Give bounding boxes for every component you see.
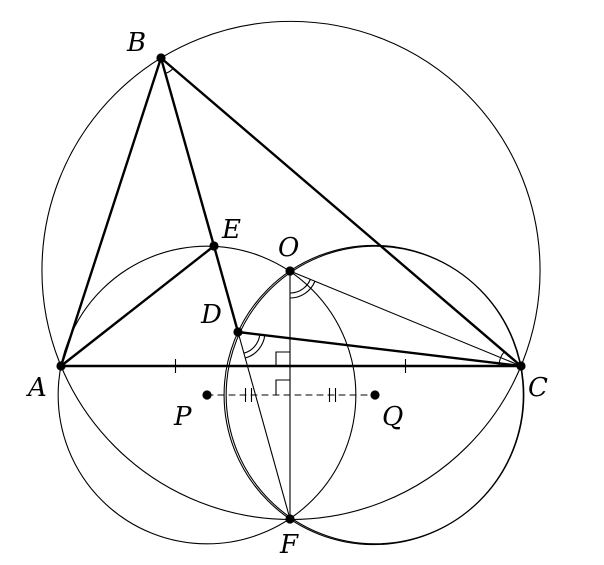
tick-marks-ac-halves bbox=[174, 359, 407, 373]
label-b: B bbox=[126, 28, 146, 58]
angle-mark-abc bbox=[165, 68, 174, 74]
segments-layer bbox=[59, 56, 523, 520]
segment-ae bbox=[59, 244, 216, 368]
angle-mark-foc-inner bbox=[289, 279, 311, 294]
right-angle-mark-upper bbox=[275, 351, 290, 366]
point-o bbox=[285, 266, 295, 276]
circle-center-q bbox=[225, 245, 525, 545]
point-e bbox=[209, 241, 219, 251]
label-d: D bbox=[200, 300, 222, 330]
point-b bbox=[156, 53, 166, 63]
label-p: P bbox=[173, 402, 192, 432]
right-angle-mark-lower bbox=[275, 379, 290, 395]
point-q bbox=[370, 390, 380, 400]
segment-oc bbox=[289, 270, 522, 367]
segment-dc bbox=[236, 330, 523, 368]
label-f: F bbox=[279, 530, 299, 560]
angle-mark-acb bbox=[498, 351, 505, 367]
segment-ed bbox=[212, 244, 240, 334]
point-c bbox=[516, 361, 526, 371]
double-tick-marks-pq-halves bbox=[244, 388, 337, 402]
point-f bbox=[285, 514, 295, 524]
label-e: E bbox=[221, 215, 241, 245]
angle-and-tick-marks bbox=[165, 68, 505, 402]
point-p bbox=[202, 390, 212, 400]
segment-bc bbox=[159, 56, 523, 368]
point-a bbox=[56, 361, 66, 371]
circles-layer bbox=[41, 20, 541, 546]
angle-mark-fdc-outer bbox=[245, 335, 266, 359]
label-c: C bbox=[528, 373, 548, 403]
segment-be bbox=[159, 56, 216, 248]
label-a: A bbox=[26, 373, 47, 403]
label-o: O bbox=[278, 233, 299, 263]
point-d bbox=[233, 327, 243, 337]
angle-mark-foc-outer bbox=[289, 281, 316, 299]
points-layer bbox=[56, 53, 526, 524]
segment-ab bbox=[59, 56, 163, 368]
label-q: Q bbox=[382, 402, 403, 432]
segment-df bbox=[237, 331, 291, 520]
labels-layer: A B C D E O F P Q bbox=[26, 28, 548, 560]
angle-mark-fdc-inner bbox=[243, 334, 261, 354]
